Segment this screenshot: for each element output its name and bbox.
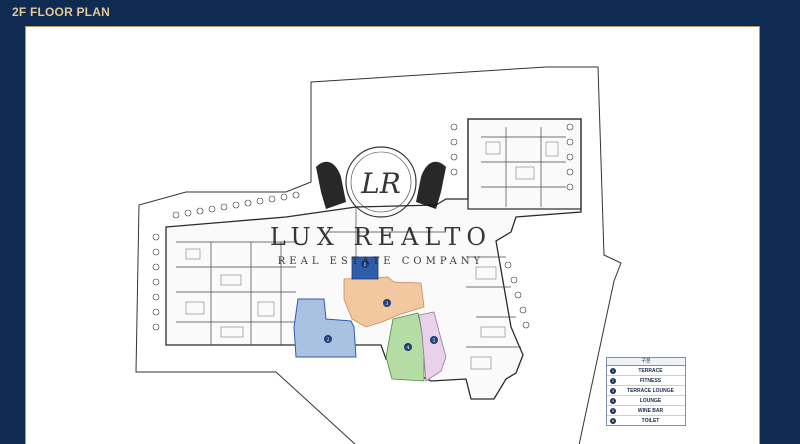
- zone-wine-bar: [418, 311, 447, 382]
- svg-text:2: 2: [326, 337, 329, 343]
- legend-row: 4 LOUNGE: [607, 396, 685, 406]
- legend-header: 구분: [607, 358, 685, 366]
- zone-fitness: [293, 298, 357, 358]
- legend-row: 3 TERRACE LOUNGE: [607, 386, 685, 396]
- legend-label: WINE BAR: [637, 407, 664, 414]
- legend-label: LOUNGE: [639, 397, 662, 404]
- trees: [152, 123, 574, 331]
- furniture-hints: [185, 141, 559, 370]
- legend-number: 1: [610, 367, 616, 374]
- header-bar: 2F FLOOR PLAN: [0, 0, 800, 26]
- svg-text:LUX REALTO: LUX REALTO: [270, 223, 492, 251]
- svg-text:LR: LR: [360, 167, 401, 200]
- interior-walls: [176, 127, 566, 348]
- legend-number: 4: [610, 397, 616, 404]
- legend-label: TOILET: [641, 417, 660, 424]
- legend-row: 2 FITNESS: [607, 376, 685, 386]
- legend-number: 3: [610, 387, 616, 394]
- legend-row: 6 TOILET: [607, 416, 685, 425]
- page-title: 2F FLOOR PLAN: [12, 5, 110, 19]
- zone-markers: 1 2 3 4 5: [324, 260, 438, 351]
- legend-number: 6: [610, 417, 616, 424]
- watermark-logo: LR LUX REALTO REAL ESTATE COMPANY: [270, 146, 492, 267]
- upper-right-block: [467, 118, 582, 210]
- legend-row: 1 TERRACE: [607, 366, 685, 376]
- svg-text:3: 3: [385, 301, 388, 307]
- legend-number: 5: [610, 407, 616, 414]
- svg-text:REAL ESTATE COMPANY: REAL ESTATE COMPANY: [278, 256, 484, 267]
- svg-text:1: 1: [363, 262, 366, 268]
- legend-row: 5 WINE BAR: [607, 406, 685, 416]
- floor-plan-drawing: 1 2 3 4 5 LR LUX REALTO REAL ESTATE COMP…: [135, 66, 622, 444]
- floor-plan-panel: 1 2 3 4 5 LR LUX REALTO REAL ESTATE COMP…: [25, 26, 760, 444]
- svg-text:4: 4: [406, 345, 409, 351]
- legend-number: 2: [610, 377, 616, 384]
- legend-table: 구분 1 TERRACE 2 FITNESS 3 TERRACE LOUNGE …: [606, 357, 686, 426]
- legend-label: TERRACE LOUNGE: [627, 387, 674, 394]
- legend-label: FITNESS: [639, 377, 662, 384]
- svg-text:5: 5: [432, 338, 435, 344]
- legend-label: TERRACE: [638, 367, 663, 374]
